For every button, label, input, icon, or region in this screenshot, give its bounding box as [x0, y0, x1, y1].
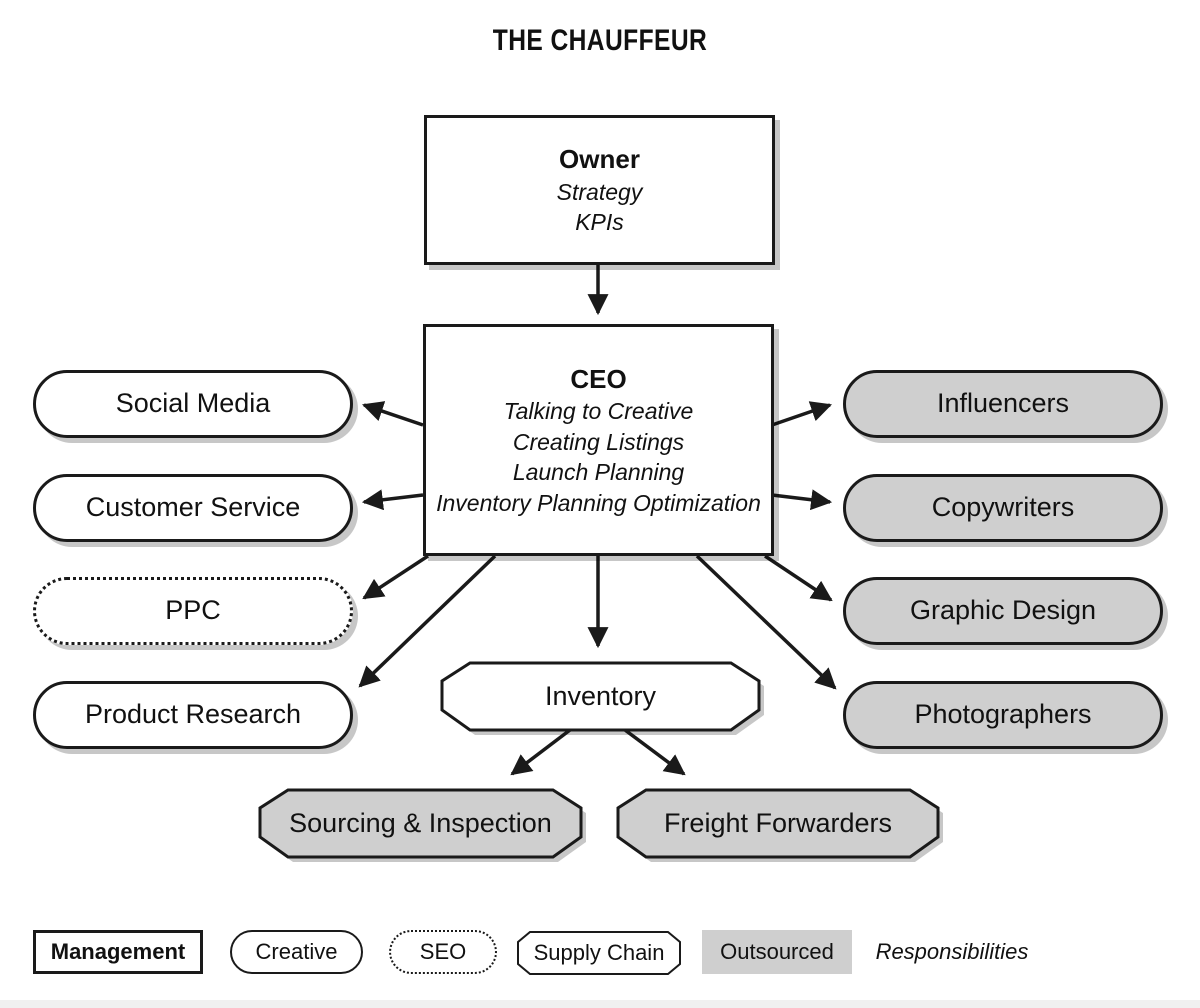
ceo-box: CEO Talking to Creative Creating Listing…	[423, 324, 774, 556]
freight-shape	[616, 788, 940, 859]
influencers-node: Influencers	[843, 370, 1163, 438]
ceo-responsibility: Launch Planning	[512, 459, 685, 486]
owner-title: Owner	[559, 144, 640, 175]
octagon-shapes	[258, 661, 943, 975]
ppc-node: PPC	[33, 577, 353, 645]
ceo-title: CEO	[570, 364, 627, 395]
graphic-design-label: Graphic Design	[909, 595, 1097, 626]
freight-forwarders-label: Freight Forwarders	[663, 808, 893, 838]
legend-management: Management	[33, 930, 203, 974]
arrow-ceo-copywriters	[771, 489, 833, 511]
legend-creative: Creative	[230, 930, 363, 974]
arrow-inventory-sourcing	[510, 728, 572, 776]
sourcing-shape	[258, 788, 583, 859]
legend-supply-chain: Supply Chain	[533, 940, 665, 965]
arrow-ceo-photographers	[695, 554, 837, 690]
owner-responsibility: Strategy	[556, 178, 643, 205]
customer-service-node: Customer Service	[33, 474, 353, 542]
connector-arrows	[358, 265, 837, 776]
legend-seo: SEO	[389, 930, 497, 974]
legend-outsourced: Outsourced	[702, 930, 852, 974]
owner-responsibility: KPIs	[575, 209, 624, 236]
arrow-ceo-social-media	[362, 401, 424, 427]
photographers-node: Photographers	[843, 681, 1163, 749]
graphic-design-node: Graphic Design	[843, 577, 1163, 645]
arrow-ceo-graphic-design	[764, 554, 833, 602]
photographers-label: Photographers	[914, 699, 1092, 730]
copywriters-label: Copywriters	[931, 492, 1075, 523]
ceo-responsibility: Talking to Creative	[503, 398, 694, 425]
arrow-ceo-ppc	[362, 554, 429, 600]
ceo-responsibility: Creating Listings	[512, 428, 685, 455]
product-research-label: Product Research	[84, 699, 302, 730]
diagram-title: THE CHAUFFEUR	[492, 24, 708, 57]
customer-service-label: Customer Service	[85, 492, 301, 523]
ceo-responsibility: Inventory Planning Optimization	[436, 489, 761, 516]
arrow-ceo-customer-service	[361, 489, 424, 511]
owner-box: Owner Strategy KPIs	[424, 115, 775, 265]
arrow-ceo-product-research	[358, 554, 497, 688]
copywriters-node: Copywriters	[843, 474, 1163, 542]
inventory-shape	[440, 661, 761, 732]
ppc-label: PPC	[165, 595, 221, 626]
product-research-node: Product Research	[33, 681, 353, 749]
arrow-inventory-freight	[623, 728, 686, 776]
inventory-label: Inventory	[544, 681, 657, 711]
legend-responsibilities: Responsibilities	[875, 939, 1029, 964]
influencers-label: Influencers	[936, 388, 1070, 419]
sourcing-inspection-label: Sourcing & Inspection	[289, 808, 552, 838]
bottom-bar	[0, 1000, 1200, 1008]
social-media-label: Social Media	[115, 388, 271, 419]
legend-supply-chain-shape	[517, 931, 681, 975]
arrow-ceo-influencers	[771, 401, 832, 427]
social-media-node: Social Media	[33, 370, 353, 438]
